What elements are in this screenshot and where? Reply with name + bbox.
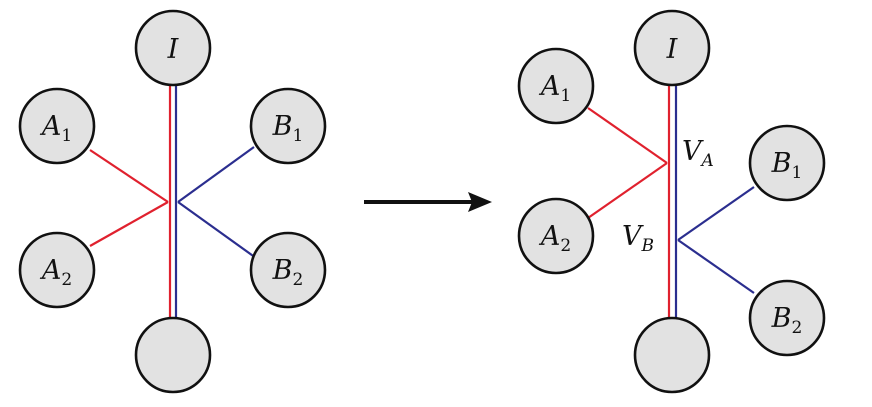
arrow-head (468, 192, 492, 212)
left-node-b2-label: B (272, 255, 293, 286)
right-edge-b1 (677, 186, 755, 241)
right-node-a2-label: A (538, 221, 561, 252)
left-edge-b2 (177, 201, 257, 259)
svg-text:B1: B1 (771, 148, 803, 183)
svg-text:I: I (666, 34, 679, 65)
right-node-b2-subscript: 2 (792, 318, 803, 338)
svg-text:A1: A1 (538, 71, 571, 106)
right-node-i: I (633, 9, 711, 87)
svg-text:A1: A1 (39, 111, 72, 146)
right-node-a2-subscript: 2 (560, 236, 571, 256)
right-node-b1-subscript: 1 (792, 163, 803, 183)
vertex-label-va: VA (682, 136, 714, 171)
svg-text:B2: B2 (272, 255, 304, 290)
left-node-b2-subscript: 2 (293, 270, 304, 290)
vertex-va-subscript: A (700, 151, 714, 171)
svg-text:I: I (167, 34, 180, 65)
left-node-a2-subscript: 2 (61, 270, 72, 290)
left-node-a2-label: A (39, 255, 62, 286)
right-diagram: I A1 A2 B1 B2 (517, 9, 826, 394)
right-edge-a2 (587, 162, 668, 219)
left-node-b1-label: B (272, 111, 293, 142)
right-node-i-label: I (666, 34, 679, 65)
right-node-b1: B1 (748, 124, 826, 202)
left-node-b1: B1 (249, 87, 327, 165)
transform-arrow (364, 192, 492, 212)
svg-text:B2: B2 (771, 303, 803, 338)
right-node-a2: A2 (517, 197, 595, 275)
vertex-va-main: V (682, 136, 704, 167)
left-node-a2: A2 (18, 231, 96, 309)
left-edge-a2 (89, 201, 169, 247)
left-node-bottom (134, 316, 212, 394)
left-node-b1-subscript: 1 (293, 126, 304, 146)
svg-text:B1: B1 (272, 111, 304, 146)
svg-text:A2: A2 (538, 221, 571, 256)
right-node-a1-subscript: 1 (560, 86, 571, 106)
left-node-a1-label: A (39, 111, 62, 142)
left-node-b2: B2 (249, 231, 327, 309)
left-node-i: I (134, 9, 212, 87)
right-node-b1-label: B (771, 148, 792, 179)
left-node-a1: A1 (18, 87, 96, 165)
left-edge-b1 (177, 146, 255, 203)
svg-text:A2: A2 (39, 255, 72, 290)
right-edge-a1 (587, 107, 668, 164)
right-edge-b2 (677, 239, 755, 294)
right-node-b2: B2 (748, 279, 826, 357)
vertex-vb-main: V (622, 221, 644, 252)
vertex-vb-subscript: B (641, 236, 655, 256)
left-edge-a1 (89, 149, 169, 203)
right-node-bottom (633, 316, 711, 394)
vertex-label-vb: VB (622, 221, 654, 256)
right-node-b2-label: B (771, 303, 792, 334)
right-node-a1: A1 (517, 47, 595, 125)
left-node-i-label: I (167, 34, 180, 65)
left-diagram: I A1 A2 B1 B2 (18, 9, 327, 394)
right-node-a1-label: A (538, 71, 561, 102)
left-node-a1-subscript: 1 (61, 126, 72, 146)
